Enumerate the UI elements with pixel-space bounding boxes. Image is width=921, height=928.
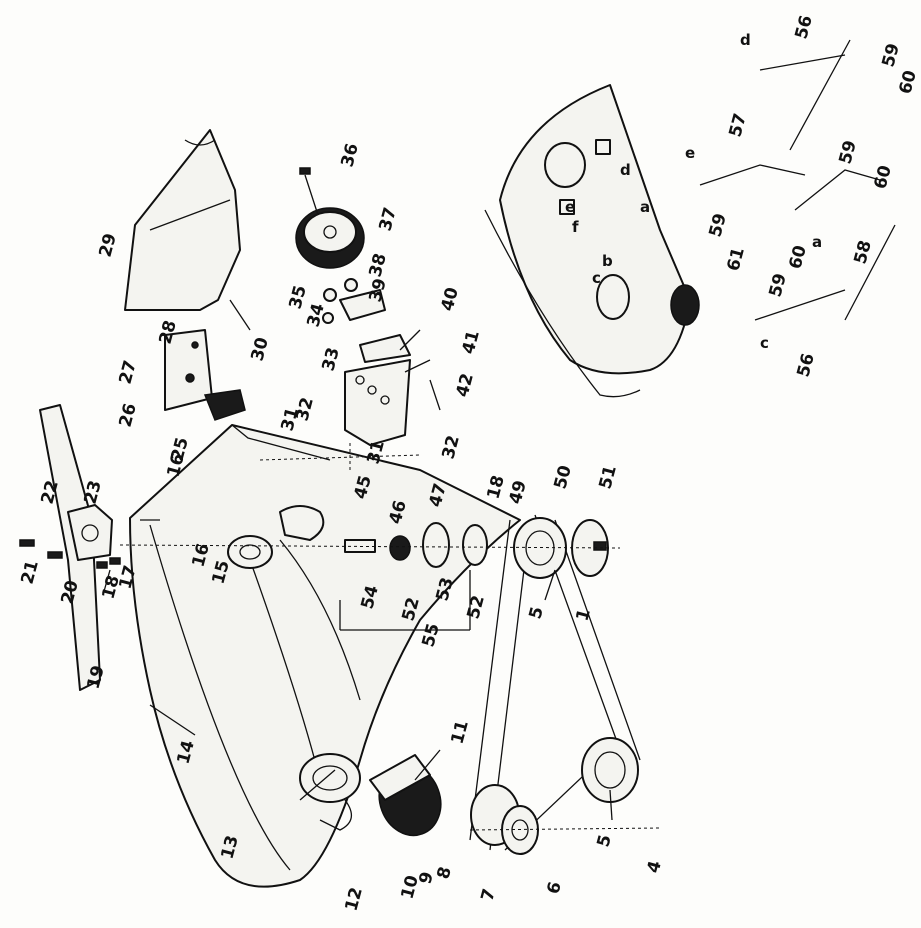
label-13: 13 [218,833,243,861]
letter-f-inset: f [572,218,579,236]
adjust-link-57 [699,164,806,186]
bearing-bracket-45 [279,505,325,541]
label-51: 51 [596,463,621,491]
leader-lines [102,299,613,821]
wheel-37 [295,167,365,269]
letter-d-links: d [740,31,751,49]
label-30: 30 [248,335,273,363]
label-1: 1 [573,607,595,624]
pulley-5-lower [581,737,639,803]
label-25: 25 [168,435,193,463]
label-39: 39 [366,276,391,304]
label-59c: 59 [706,211,731,239]
label-59b: 59 [836,138,861,166]
label-21: 21 [18,558,43,586]
label-12: 12 [342,885,367,913]
gauge-wheel-11 [369,754,442,837]
letter-c-links: c [760,334,769,352]
letter-b-inset: b [602,252,613,270]
label-27: 27 [116,358,141,386]
spindle-housing-15 [227,535,273,569]
label-59d: 59 [766,271,791,299]
washers-and-bracket [322,278,411,363]
label-50: 50 [551,463,576,491]
deflector-28 [203,389,246,421]
blade-hub-23 [67,504,113,561]
label-36: 36 [338,141,363,169]
label-52a: 52 [399,595,424,623]
label-33: 33 [319,345,344,373]
label-46: 46 [386,498,411,526]
label-57: 57 [726,111,751,139]
label-6: 6 [544,880,566,897]
label-7: 7 [478,887,500,904]
label-53: 53 [433,575,458,603]
label-32b: 32 [439,433,464,461]
adjust-link-56-upper [759,39,851,151]
label-37: 37 [376,205,401,233]
label-28: 28 [156,318,181,346]
label-34: 34 [304,301,329,329]
label-45: 45 [351,473,376,501]
label-61: 61 [724,245,749,273]
label-58: 58 [851,238,876,266]
discharge-chute-29 [124,129,241,311]
label-4: 4 [644,859,666,876]
label-59a: 59 [879,41,904,69]
label-9: 9 [416,870,438,887]
label-52b: 52 [464,593,489,621]
label-18a: 18 [99,573,124,601]
letter-d-inset: d [620,161,631,179]
letter-e-inset: e [565,198,575,216]
label-23: 23 [81,478,106,506]
label-5a: 5 [526,605,548,622]
label-18b: 18 [484,473,509,501]
spindle-housing-13 [299,753,361,831]
label-56b: 56 [794,351,819,379]
label-49: 49 [506,478,531,506]
label-60c: 60 [786,243,811,271]
letter-c-inset: c [592,269,601,287]
letter-e-links: e [685,144,695,162]
label-29: 29 [96,231,121,259]
label-47: 47 [426,481,451,509]
label-22: 22 [38,478,63,506]
label-26: 26 [116,401,141,429]
label-42: 42 [453,371,478,399]
letter-a-links: a [812,233,822,251]
label-31b: 31 [364,438,389,466]
adjust-link-56-lower [754,224,896,321]
label-14: 14 [174,738,199,766]
label-40: 40 [438,285,463,313]
label-56a: 56 [792,13,817,41]
cutting-blade-19 [39,404,101,691]
label-60a: 60 [896,68,921,96]
deck-underside-inset [484,84,700,398]
height-adjust-bracket-41 [344,359,411,446]
letter-a-inset: a [640,198,650,216]
label-41: 41 [459,328,484,356]
assembly-axis-lines [119,440,661,831]
label-8: 8 [434,865,456,882]
adjust-link-58 [794,169,881,211]
label-20: 20 [58,578,83,606]
label-19: 19 [84,663,109,691]
label-60b: 60 [871,163,896,191]
label-16b: 16 [189,541,214,569]
label-32a: 32 [293,395,318,423]
label-54: 54 [358,583,383,611]
label-11: 11 [448,718,473,746]
label-55: 55 [419,621,444,649]
label-15: 15 [209,558,234,586]
blade-bolts [19,539,121,569]
label-5b: 5 [594,833,616,850]
label-38: 38 [366,251,391,279]
